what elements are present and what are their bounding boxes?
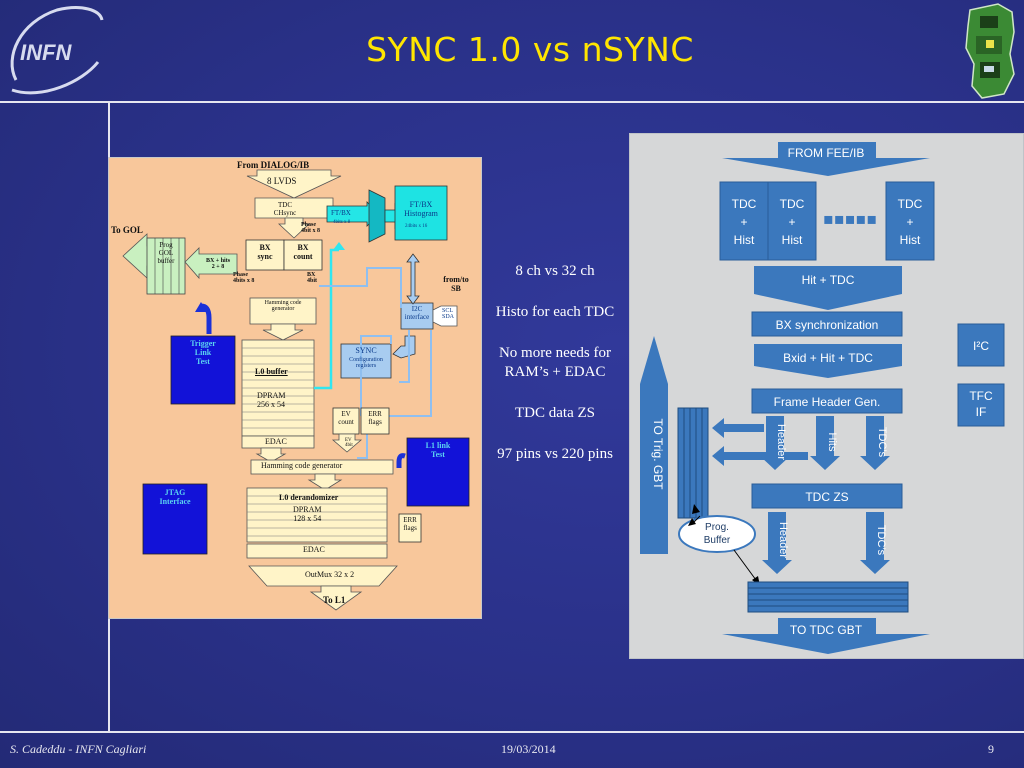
bullet-item: No more needs for RAM’s + EDAC xyxy=(498,345,612,380)
sync-config-label: SYNC xyxy=(355,346,377,355)
ft-bx-label: FT/BX xyxy=(331,209,351,217)
infn-logo: INFN xyxy=(2,2,106,100)
bx-count-label: BX count xyxy=(293,243,313,261)
ev-count-label: EV count xyxy=(338,410,354,426)
bxid-text: Bxid + Hit + TDC xyxy=(783,351,873,365)
phase-left-label: Phase 4bits x 8 xyxy=(233,272,255,284)
footer-author: S. Cadeddu - INFN Cagliari xyxy=(10,742,147,756)
bullet-item: 8 ch vs 32 ch xyxy=(515,263,595,279)
footer-date: 19/03/2014 xyxy=(501,742,556,756)
tdc-chsync-label: TDC CHsync xyxy=(273,201,297,217)
hamming2-label: Hamming code generator xyxy=(261,461,343,470)
bx-sync-text: BX synchronization xyxy=(776,318,879,332)
bullet-item: 97 pins vs 220 pins xyxy=(497,446,613,462)
bullet-item: Histo for each TDC xyxy=(495,304,615,320)
hits-text: Hits xyxy=(826,433,838,452)
jtag-label: JTAG Interface xyxy=(159,488,191,506)
bx-hits-label: BX + hits 2 + 8 xyxy=(205,258,231,270)
tdc-zs-text: TDC ZS xyxy=(805,490,848,504)
svg-text:TDC+Hist: TDC+Hist xyxy=(898,197,923,247)
footer-divider xyxy=(0,731,1024,733)
header-divider xyxy=(0,101,1024,103)
prog-gol-label: Prog GOL buffer xyxy=(157,241,175,265)
err-flags2-label: ERR flags xyxy=(403,516,417,532)
svg-text:TDC+Hist: TDC+Hist xyxy=(780,197,805,247)
from-fee-text: FROM FEE/IB xyxy=(788,146,865,160)
to-gol-label: To GOL xyxy=(111,225,143,235)
histogram-sub: 24bits x 16 xyxy=(405,224,428,229)
trigger-link-label: Trigger Link Test xyxy=(190,339,216,366)
phase-label: Phase 4bit x 8 xyxy=(301,222,321,234)
hit-tdc-text: Hit + TDC xyxy=(802,273,855,287)
svg-text:Prog.Buffer: Prog.Buffer xyxy=(704,522,731,546)
from-to-sb-label: from/to SB xyxy=(443,275,469,293)
lvds-label: 8 LVDS xyxy=(267,176,297,186)
logo-text: INFN xyxy=(20,40,72,65)
scl-sda-label: SCL SDA xyxy=(442,308,455,320)
from-dialog-label: From DIALOG/IB xyxy=(237,160,310,170)
bullet-item: TDC data ZS xyxy=(515,405,595,421)
slide-title: SYNC 1.0 vs nSYNC xyxy=(366,30,694,69)
nsync-block-diagram: FROM FEE/IB TDC+Hist TDC+Hist TDC+Hist ▪… xyxy=(629,133,1024,659)
tdcs-text-2: TDC’s xyxy=(875,525,887,556)
bx-4bit-label: BX 4bit xyxy=(307,272,318,284)
err-flags-label: ERR flags xyxy=(368,410,382,426)
l1-link-label: L1 link Test xyxy=(425,441,451,459)
bx-sync-label: BX sync xyxy=(257,243,273,261)
frame-header-text: Frame Header Gen. xyxy=(774,395,881,409)
to-l1-label: To L1 xyxy=(323,595,346,605)
edac2-label: EDAC xyxy=(303,545,325,554)
histogram-label: FT/BX Histogram xyxy=(404,200,438,218)
l0-buffer-label: L0 buffer xyxy=(255,367,288,376)
dpram1-label: DPRAM 256 x 54 xyxy=(257,391,286,409)
i2c-text: I²C xyxy=(973,339,989,353)
l0-derandomizer-label: L0 derandomizer xyxy=(279,493,339,502)
comparison-bullets: 8 ch vs 32 ch Histo for each TDC No more… xyxy=(480,262,630,486)
sync-config-sub: Configuration registers xyxy=(349,357,383,369)
outmux-label: OutMux 32 x 2 xyxy=(305,570,355,579)
to-trig-text: TO Trig. GBT xyxy=(651,418,665,490)
hamming-generator-label: Hamming code generator xyxy=(264,300,302,312)
sardinia-chip-icon xyxy=(958,2,1020,100)
svg-text:TDC+Hist: TDC+Hist xyxy=(732,197,757,247)
tdcs-text-1: TDC’s xyxy=(876,427,888,458)
dpram2-label: DPRAM 128 x 54 xyxy=(293,505,322,523)
i2c-label: I2C interface xyxy=(404,305,430,321)
to-tdc-text: TO TDC GBT xyxy=(790,623,863,637)
header-text-2: Header xyxy=(777,522,789,558)
ellipsis-dots: ▪▪▪▪▪ xyxy=(823,209,877,228)
ft-bx-sub: 4bits x 8 xyxy=(333,220,351,225)
footer-page-number: 9 xyxy=(988,742,994,756)
edac1-label: EDAC xyxy=(265,437,287,446)
header-text-1: Header xyxy=(775,424,787,460)
sync1-block-diagram: From DIALOG/IB 8 LVDS TDC CHsync Phase 4… xyxy=(108,157,482,619)
ev-4bit-label: EV 4bit xyxy=(345,438,353,448)
